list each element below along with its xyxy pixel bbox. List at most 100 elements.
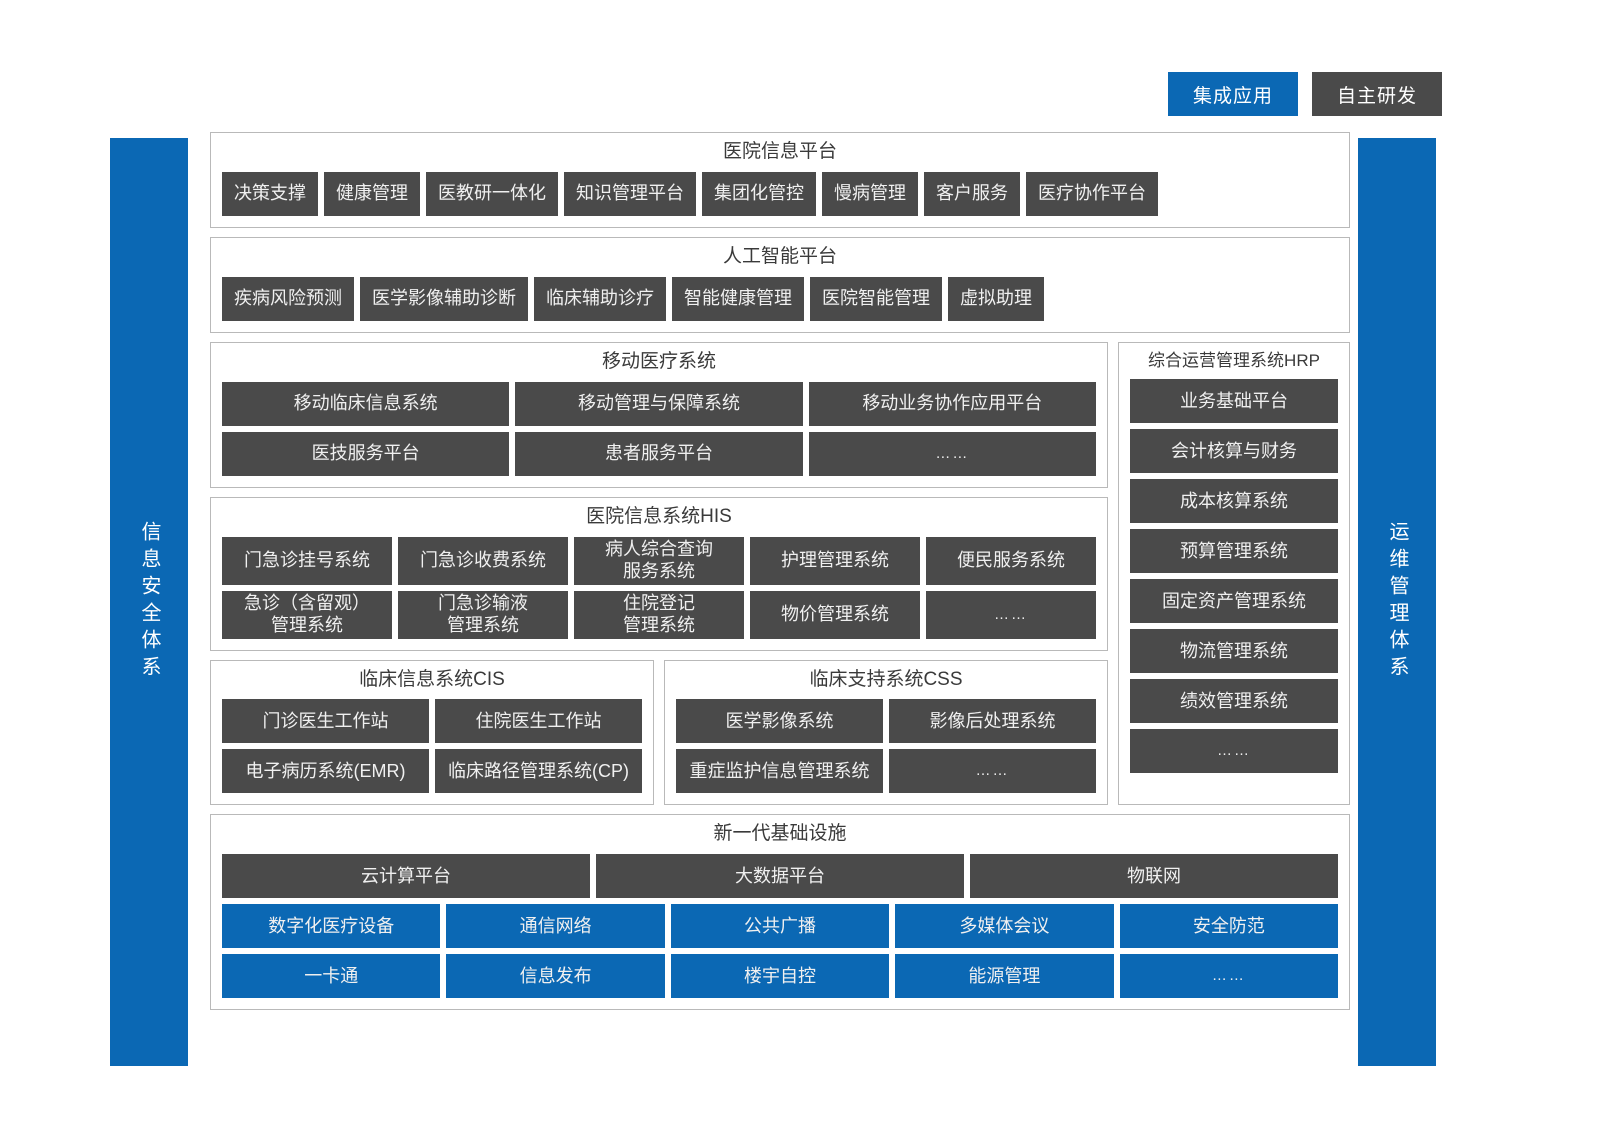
cis-item-1-1[interactable]: 临床路径管理系统(CP) [435,749,642,794]
css-item-0-0[interactable]: 医学影像系统 [676,699,883,744]
hrp-item-3[interactable]: 预算管理系统 [1130,529,1338,574]
his-item-0-2[interactable]: 病人综合查询服务系统 [574,536,744,585]
his-item-0-3-l1: 护理管理系统 [781,549,889,570]
his-item-1-1-l1: 门急诊输液 [438,592,528,613]
his-item-1-0[interactable]: 急诊（含留观）管理系统 [222,590,392,639]
sidebar-left-label: 信息安全体系 [138,521,160,683]
panel-title-infrastructure: 新一代基础设施 [713,823,847,845]
hip-item-2[interactable]: 医教研一体化 [426,171,558,216]
panel-title-hrp: 综合运营管理系统HRP [1148,350,1320,370]
cis-item-0-0[interactable]: 门诊医生工作站 [222,699,429,744]
hip-item-6[interactable]: 客户服务 [924,171,1020,216]
his-item-1-2[interactable]: 住院登记管理系统 [574,590,744,639]
infrastructure-blue-row-2: 一卡通 信息发布 楼宇自控 能源管理 …… [222,954,1339,999]
infra-blue-0-4[interactable]: 安全防范 [1119,904,1339,949]
panel-title-cis: 临床信息系统CIS [359,668,505,690]
mobile-item-0-1[interactable]: 移动管理与保障系统 [515,381,803,426]
panel-hrp: 综合运营管理系统HRP 业务基础平台 会计核算与财务 成本核算系统 预算管理系统… [1118,341,1350,806]
infra-gray-2[interactable]: 物联网 [970,854,1338,899]
mobile-item-1-1[interactable]: 患者服务平台 [515,431,803,476]
mobile-item-1-0[interactable]: 医技服务平台 [222,431,510,476]
his-item-0-3[interactable]: 护理管理系统 [750,536,920,585]
ai-item-0[interactable]: 疾病风险预测 [222,276,354,321]
his-item-1-3-l1: 物价管理系统 [781,603,889,624]
mobile-medical-row-2: 医技服务平台 患者服务平台 …… [222,431,1096,476]
css-item-1-0[interactable]: 重症监护信息管理系统 [676,749,883,794]
panel-ai-platform: 人工智能平台 疾病风险预测 医学影像辅助诊断 临床辅助诊疗 智能健康管理 医院智… [210,236,1350,333]
hrp-item-1[interactable]: 会计核算与财务 [1130,429,1338,474]
infra-blue-0-3[interactable]: 多媒体会议 [895,904,1114,949]
his-item-1-2-l1: 住院登记 [623,592,695,613]
css-row-2: 重症监护信息管理系统 …… [676,749,1096,794]
his-item-1-2-l2: 管理系统 [623,614,695,635]
his-row-2: 急诊（含留观）管理系统 门急诊输液管理系统 住院登记管理系统 物价管理系统 …… [222,590,1096,639]
ai-item-5[interactable]: 虚拟助理 [948,276,1044,321]
panel-title-css: 临床支持系统CSS [809,668,963,690]
panel-hospital-info-platform: 医院信息平台 决策支撑 健康管理 医教研一体化 知识管理平台 集团化管控 慢病管… [210,132,1350,228]
mobile-item-0-0[interactable]: 移动临床信息系统 [222,381,510,426]
hip-item-3[interactable]: 知识管理平台 [564,171,696,216]
cis-row-2: 电子病历系统(EMR) 临床路径管理系统(CP) [222,749,642,794]
his-item-0-1[interactable]: 门急诊收费系统 [398,536,568,585]
infra-blue-1-4[interactable]: …… [1119,954,1339,999]
css-item-1-1[interactable]: …… [889,749,1096,794]
cis-item-0-1[interactable]: 住院医生工作站 [435,699,642,744]
middle-area: 移动医疗系统 移动临床信息系统 移动管理与保障系统 移动业务协作应用平台 医技服… [210,341,1350,806]
hrp-item-7[interactable]: …… [1130,729,1338,774]
legend-label-integrated: 集成应用 [1192,85,1273,107]
hrp-items: 业务基础平台 会计核算与财务 成本核算系统 预算管理系统 固定资产管理系统 物流… [1130,379,1338,794]
hrp-item-2[interactable]: 成本核算系统 [1130,479,1338,524]
ai-item-4[interactable]: 医院智能管理 [810,276,942,321]
sidebar-right-label: 运维管理体系 [1386,521,1408,683]
cis-css-area: 临床信息系统CIS 门诊医生工作站 住院医生工作站 电子病历系统(EMR) 临床… [210,659,1108,806]
layers-frame: 医院信息平台 决策支撑 健康管理 医教研一体化 知识管理平台 集团化管控 慢病管… [210,132,1350,1072]
ai-item-3[interactable]: 智能健康管理 [672,276,804,321]
cis-row-1: 门诊医生工作站 住院医生工作站 [222,699,642,744]
ai-item-2[interactable]: 临床辅助诊疗 [534,276,666,321]
his-row-1: 门急诊挂号系统 门急诊收费系统 病人综合查询服务系统 护理管理系统 便民服务系统 [222,536,1096,585]
infra-blue-0-0[interactable]: 数字化医疗设备 [222,904,441,949]
panel-title-ai-platform: 人工智能平台 [722,245,837,267]
infra-blue-1-3[interactable]: 能源管理 [895,954,1114,999]
css-row-1: 医学影像系统 影像后处理系统 [676,699,1096,744]
his-item-1-4[interactable]: …… [926,590,1096,639]
sidebar-information-security: 信息安全体系 [110,138,188,1066]
infra-gray-1[interactable]: 大数据平台 [596,854,964,899]
cis-item-1-0[interactable]: 电子病历系统(EMR) [222,749,429,794]
hip-item-4[interactable]: 集团化管控 [702,171,816,216]
his-item-0-1-l1: 门急诊收费系统 [420,549,546,570]
legend-label-self-developed: 自主研发 [1336,85,1417,107]
mobile-item-1-2[interactable]: …… [808,431,1096,476]
his-item-0-4-l1: 便民服务系统 [957,549,1065,570]
ai-item-1[interactable]: 医学影像辅助诊断 [360,276,528,321]
infra-blue-0-2[interactable]: 公共广播 [670,904,890,949]
his-item-0-2-l1: 病人综合查询 [605,538,713,559]
his-item-1-3[interactable]: 物价管理系统 [750,590,920,639]
panel-title-hospital-info-platform: 医院信息平台 [722,141,837,162]
his-item-0-4[interactable]: 便民服务系统 [926,536,1096,585]
hip-item-5[interactable]: 慢病管理 [822,171,918,216]
his-item-1-1[interactable]: 门急诊输液管理系统 [398,590,568,639]
infra-blue-1-0[interactable]: 一卡通 [222,954,441,999]
hip-item-7[interactable]: 医疗协作平台 [1026,171,1158,216]
infra-blue-1-2[interactable]: 楼宇自控 [670,954,890,999]
hip-item-0[interactable]: 决策支撑 [222,171,318,216]
his-item-1-0-l2: 管理系统 [271,614,343,635]
infra-gray-0[interactable]: 云计算平台 [222,854,590,899]
css-item-0-1[interactable]: 影像后处理系统 [889,699,1096,744]
hrp-item-0[interactable]: 业务基础平台 [1130,379,1338,424]
hrp-item-5[interactable]: 物流管理系统 [1130,629,1338,674]
his-item-1-0-l1: 急诊（含留观） [244,592,370,613]
hrp-item-4[interactable]: 固定资产管理系统 [1130,579,1338,624]
mobile-item-0-2[interactable]: 移动业务协作应用平台 [808,381,1096,426]
his-item-0-0[interactable]: 门急诊挂号系统 [222,536,392,585]
his-item-1-1-l2: 管理系统 [447,614,519,635]
legend-item-integrated: 集成应用 [1168,72,1298,116]
hip-item-1[interactable]: 健康管理 [324,171,420,216]
his-item-0-0-l1: 门急诊挂号系统 [244,549,370,570]
infra-blue-1-1[interactable]: 信息发布 [446,954,665,999]
legend-item-self-developed: 自主研发 [1312,72,1442,116]
hrp-item-6[interactable]: 绩效管理系统 [1130,679,1338,724]
infra-blue-0-1[interactable]: 通信网络 [446,904,665,949]
